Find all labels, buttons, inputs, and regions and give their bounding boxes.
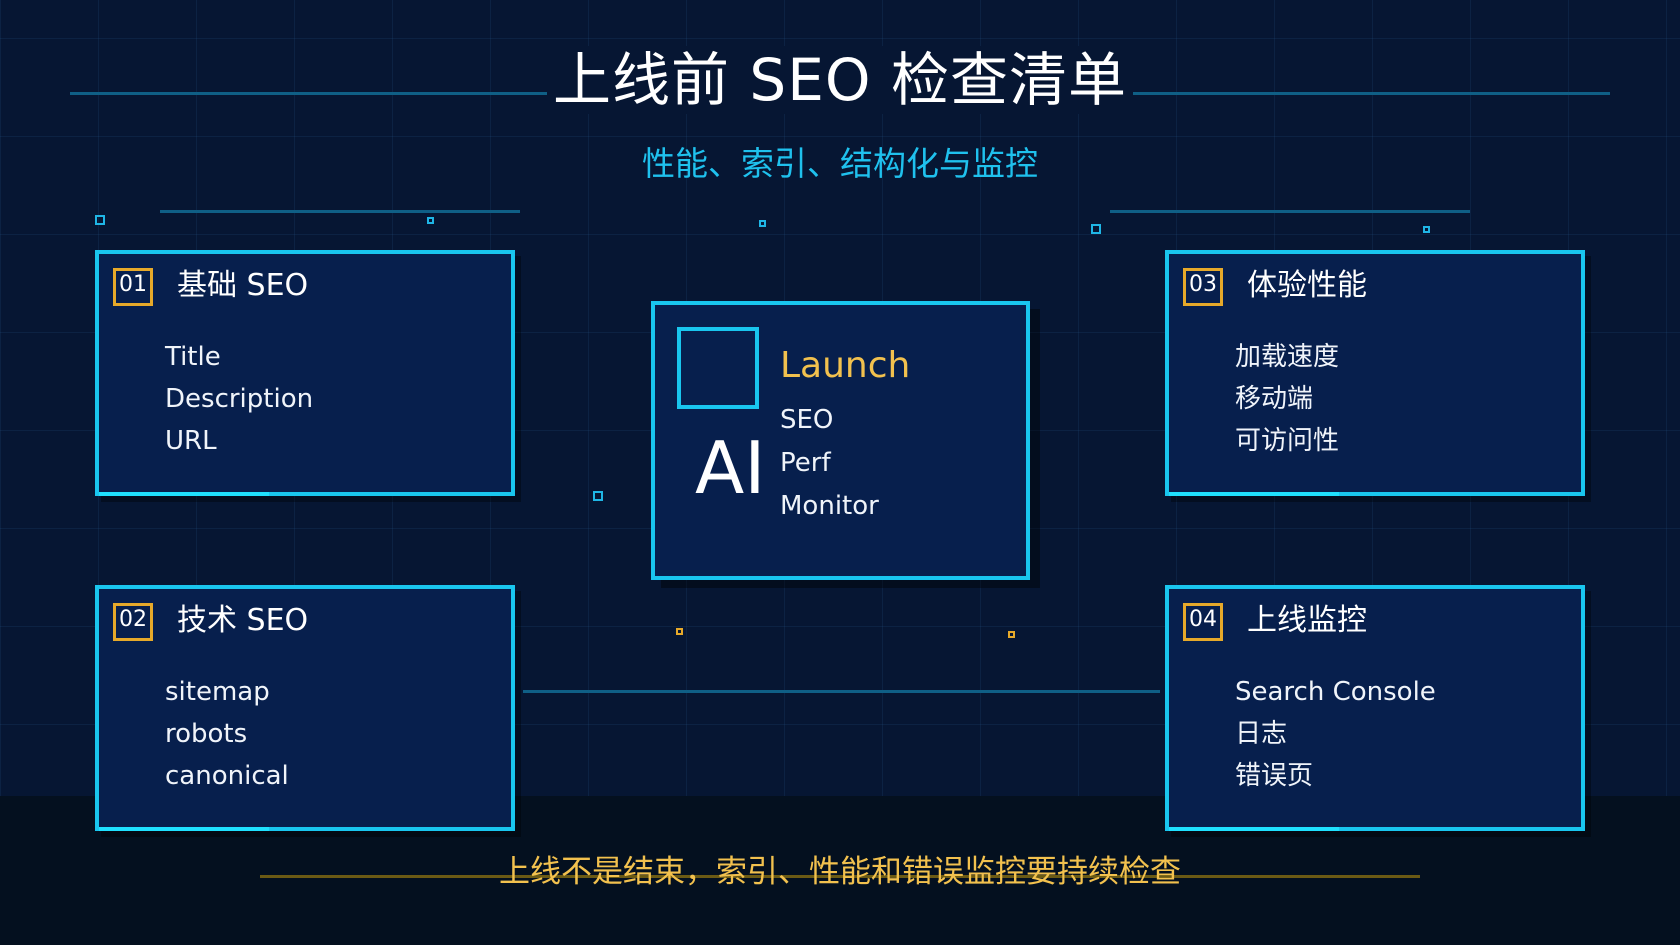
deco-square (427, 217, 434, 224)
list-item: Search Console (1235, 677, 1436, 707)
deco-line-left (160, 210, 520, 213)
card-number: 01 (113, 268, 153, 306)
list-item: 移动端 (1235, 384, 1314, 414)
card-item-list: Title Description URL (165, 336, 313, 462)
footer-note: 上线不是结束，索引、性能和错误监控要持续检查 (499, 854, 1181, 890)
center-launch-card: AI Launch SEO Perf Monitor (651, 301, 1030, 580)
list-item: 日志 (1235, 719, 1288, 749)
deco-line-right (1110, 210, 1470, 213)
card-item-list: 加载速度 移动端 可访问性 (1235, 336, 1339, 462)
list-item: 可访问性 (1235, 426, 1340, 456)
card-title: 上线监控 (1247, 603, 1367, 638)
deco-square (1423, 226, 1430, 233)
deco-square (759, 220, 766, 227)
card-title: 体验性能 (1247, 268, 1367, 303)
connector-line (523, 690, 1160, 693)
center-item-list: SEO Perf Monitor (780, 399, 879, 528)
deco-square (676, 628, 683, 635)
card-basic-seo: 01 基础 SEO Title Description URL (95, 250, 515, 496)
list-item: sitemap (165, 677, 270, 707)
list-item: Monitor (780, 491, 879, 521)
deco-square (95, 215, 105, 225)
list-item: URL (165, 426, 217, 456)
list-item: SEO (780, 405, 834, 435)
list-item: 错误页 (1235, 761, 1314, 791)
card-accent (1169, 492, 1339, 496)
card-item-list: sitemap robots canonical (165, 671, 289, 797)
deco-square (593, 491, 603, 501)
list-item: robots (165, 719, 248, 749)
card-item-list: Search Console 日志 错误页 (1235, 671, 1436, 797)
square-icon (677, 327, 759, 409)
deco-square (1091, 224, 1101, 234)
card-number: 04 (1183, 603, 1223, 641)
page-subtitle: 性能、索引、结构化与监控 (642, 144, 1038, 183)
deco-square (1008, 631, 1015, 638)
card-accent (1169, 827, 1339, 831)
card-number: 02 (113, 603, 153, 641)
ai-badge: AI (695, 426, 766, 510)
list-item: Perf (780, 448, 831, 478)
footer-line (260, 875, 1420, 878)
card-accent (99, 827, 269, 831)
card-technical-seo: 02 技术 SEO sitemap robots canonical (95, 585, 515, 831)
card-accent (99, 492, 269, 496)
card-title: 基础 SEO (177, 268, 309, 303)
list-item: canonical (165, 761, 289, 791)
card-launch-monitoring: 04 上线监控 Search Console 日志 错误页 (1165, 585, 1585, 831)
page-title: 上线前 SEO 检查清单 (0, 40, 1680, 120)
list-item: 加载速度 (1235, 342, 1340, 372)
card-number: 03 (1183, 268, 1223, 306)
list-item: Title (165, 342, 221, 372)
center-heading: Launch (780, 345, 911, 386)
list-item: Description (165, 384, 314, 414)
card-title: 技术 SEO (177, 603, 309, 638)
card-experience-performance: 03 体验性能 加载速度 移动端 可访问性 (1165, 250, 1585, 496)
